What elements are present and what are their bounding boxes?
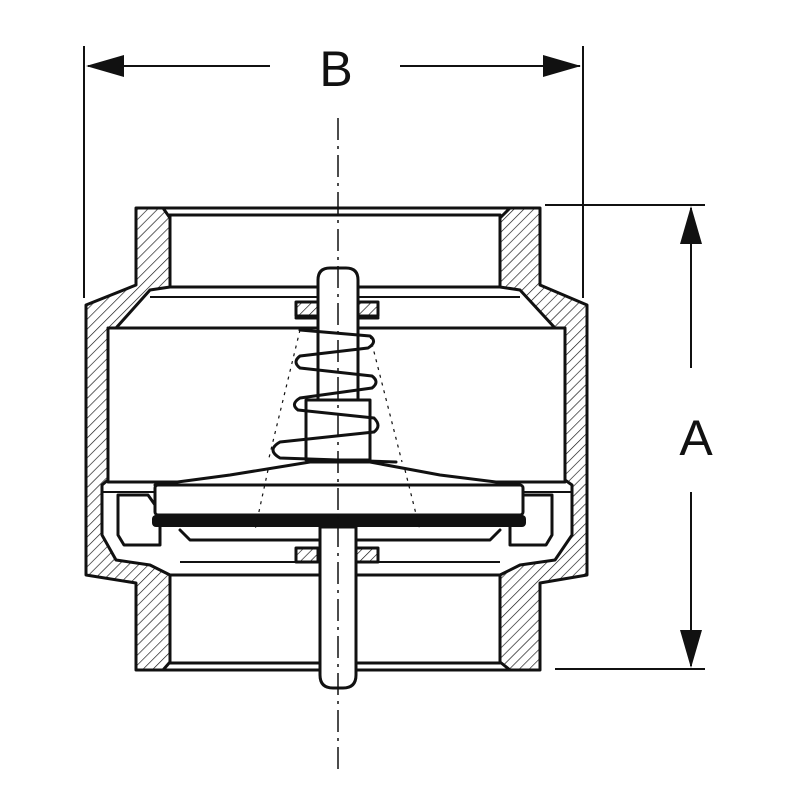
arrow-down-icon: [680, 630, 702, 668]
body-wall-left: [84, 206, 172, 672]
dimension-a: A: [545, 204, 713, 670]
lower-bushing-left: [294, 546, 320, 564]
valve-disc: [152, 460, 526, 527]
lower-bushing-right: [354, 546, 380, 564]
spring-guide-right: [369, 335, 403, 463]
disc-guide-left: [254, 469, 269, 531]
body-wall-right: [498, 206, 589, 672]
spring-guide-left: [267, 329, 301, 463]
dimension-label-a: A: [679, 410, 713, 466]
spring: [254, 328, 421, 531]
dimension-b: B: [83, 41, 584, 298]
disc-plate: [153, 483, 525, 517]
arrow-up-icon: [680, 206, 702, 244]
upper-bushing-left: [294, 300, 320, 318]
spring-coil: [271, 328, 398, 464]
arrow-left-icon: [86, 55, 124, 77]
disc-guide-right: [404, 469, 421, 531]
dimension-label-b: B: [319, 41, 352, 97]
disc-gasket: [152, 515, 526, 527]
upper-bushing: [294, 300, 380, 320]
seat-insert-left: [116, 493, 162, 547]
arrow-right-icon: [543, 55, 581, 77]
